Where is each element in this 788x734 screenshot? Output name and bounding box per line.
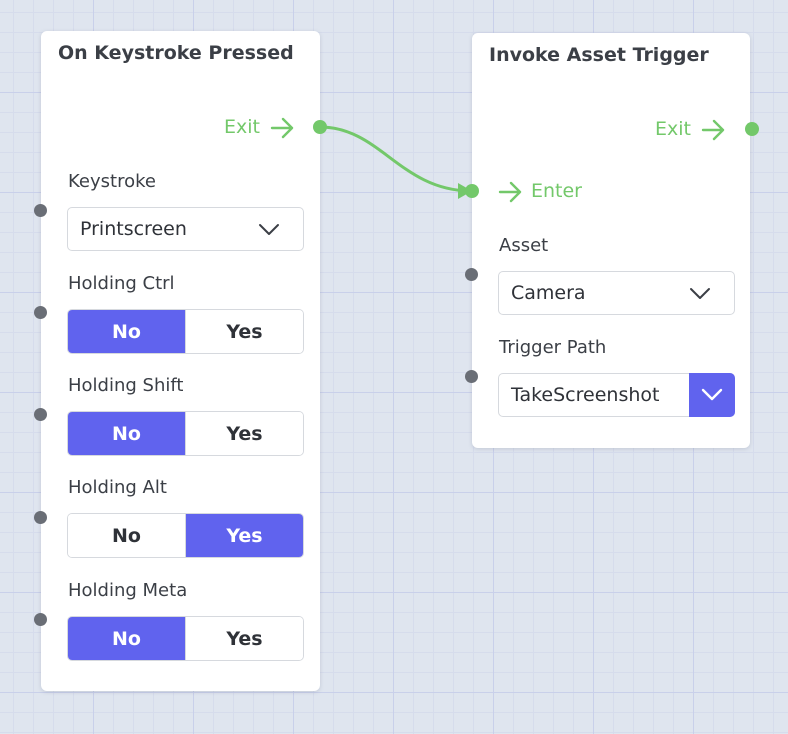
chevron-down-icon bbox=[259, 224, 279, 235]
exit-port[interactable] bbox=[313, 120, 327, 134]
asset-input-port[interactable] bbox=[465, 268, 478, 281]
keystroke-value: Printscreen bbox=[80, 218, 187, 240]
asset-value: Camera bbox=[511, 282, 586, 304]
holding-shift-toggle[interactable]: No Yes bbox=[67, 411, 304, 456]
chevron-down-icon bbox=[701, 388, 723, 401]
trigger-path-input-port[interactable] bbox=[465, 370, 478, 383]
node-title: On Keystroke Pressed bbox=[58, 42, 294, 64]
trigger-node[interactable]: Invoke Asset Trigger Exit Enter Asset Ca… bbox=[472, 33, 750, 448]
holding-meta-yes[interactable]: Yes bbox=[186, 617, 303, 660]
keystroke-node[interactable]: On Keystroke Pressed Exit Keystroke Prin… bbox=[41, 31, 320, 691]
holding-ctrl-input-port[interactable] bbox=[34, 306, 47, 319]
keystroke-input-port[interactable] bbox=[34, 204, 47, 217]
enter-port[interactable] bbox=[465, 184, 479, 198]
keystroke-dropdown[interactable]: Printscreen bbox=[67, 207, 304, 251]
enter-label: Enter bbox=[531, 180, 582, 202]
asset-label: Asset bbox=[499, 235, 549, 256]
holding-alt-label: Holding Alt bbox=[68, 477, 167, 498]
exit-label: Exit bbox=[224, 116, 260, 138]
holding-alt-input-port[interactable] bbox=[34, 511, 47, 524]
holding-shift-label: Holding Shift bbox=[68, 375, 184, 396]
arrow-right-icon bbox=[270, 117, 294, 139]
node-title: Invoke Asset Trigger bbox=[489, 44, 709, 66]
holding-ctrl-yes[interactable]: Yes bbox=[186, 310, 303, 353]
holding-ctrl-toggle[interactable]: No Yes bbox=[67, 309, 304, 354]
holding-ctrl-no[interactable]: No bbox=[68, 310, 186, 353]
holding-ctrl-label: Holding Ctrl bbox=[68, 273, 175, 294]
holding-alt-toggle[interactable]: No Yes bbox=[67, 513, 304, 558]
trigger-path-value: TakeScreenshot bbox=[511, 384, 660, 406]
holding-shift-yes[interactable]: Yes bbox=[186, 412, 303, 455]
holding-meta-toggle[interactable]: No Yes bbox=[67, 616, 304, 661]
trigger-path-dropdown-button[interactable] bbox=[689, 373, 735, 417]
arrow-right-icon bbox=[701, 119, 725, 141]
keystroke-label: Keystroke bbox=[68, 171, 156, 192]
trigger-path-combobox[interactable]: TakeScreenshot bbox=[498, 373, 735, 417]
arrow-right-icon bbox=[498, 181, 522, 203]
asset-dropdown[interactable]: Camera bbox=[498, 271, 735, 315]
holding-meta-no[interactable]: No bbox=[68, 617, 186, 660]
exit-label: Exit bbox=[655, 118, 691, 140]
holding-alt-yes[interactable]: Yes bbox=[186, 514, 303, 557]
holding-meta-label: Holding Meta bbox=[68, 580, 188, 601]
holding-shift-input-port[interactable] bbox=[34, 408, 47, 421]
exit-port[interactable] bbox=[745, 122, 759, 136]
holding-alt-no[interactable]: No bbox=[68, 514, 186, 557]
holding-shift-no[interactable]: No bbox=[68, 412, 186, 455]
chevron-down-icon bbox=[690, 288, 710, 299]
trigger-path-label: Trigger Path bbox=[499, 337, 607, 358]
holding-meta-input-port[interactable] bbox=[34, 613, 47, 626]
